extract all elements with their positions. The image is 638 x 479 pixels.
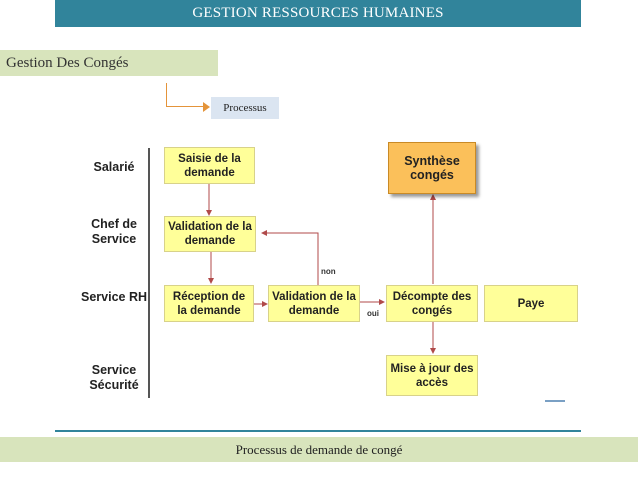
lane-label-service-securite: Service Sécurité [89,363,139,392]
arrow-right-icon [203,102,210,112]
box-reception-rh: Réception de la demande [164,285,254,322]
footer-bar [0,437,638,462]
process-tag: Processus [211,97,279,119]
page-title-banner: GESTION RESSOURCES HUMAINES [55,0,581,27]
label-oui: oui [367,309,379,318]
box-saisie-demande: Saisie de la demande [164,147,255,184]
lane-label-salarie: Salarié [93,160,135,174]
arrow-non-loop [261,230,319,286]
section-title: Gestion Des Congés [0,50,218,76]
box-validation-rh: Validation de la demande [268,285,360,322]
lane-divider [148,148,150,398]
box-synthese-conges: Synthèse congés [388,142,476,194]
elbow-connector [166,83,208,107]
box-mise-a-jour-acces: Mise à jour des accès [386,355,478,396]
decorative-line [545,400,565,402]
box-decompte-conges: Décompte des congés [386,285,478,322]
lane-label-service-rh: Service RH [80,290,147,304]
lane-label-chef-de-service: Chef de Service [91,217,137,246]
diagram-caption: Processus de demande de congé [235,441,403,457]
box-validation-chef: Validation de la demande [164,216,256,252]
footer-divider [55,430,581,432]
box-paye: Paye [484,285,578,322]
label-non: non [321,267,336,276]
